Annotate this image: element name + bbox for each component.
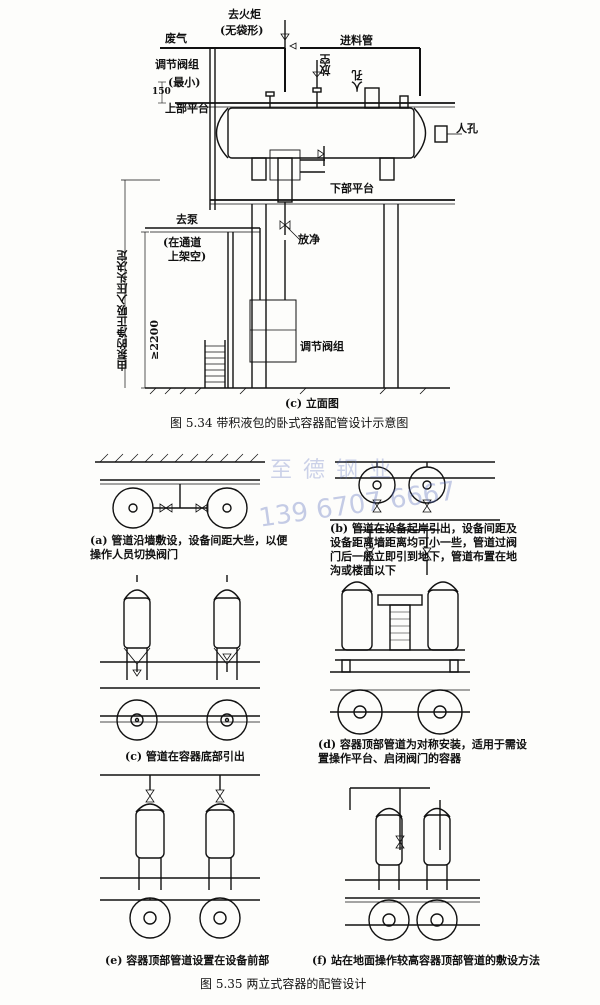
fig534-subcaption: (c) 立面图 bbox=[285, 397, 339, 410]
fig534-caption: 图 5.34 带积液包的卧式容器配管设计示意图 bbox=[170, 416, 409, 430]
fig535e-caption: (e) 容器顶部管道设置在设备前部 bbox=[105, 954, 270, 967]
label-dim-150: 150 bbox=[152, 87, 171, 97]
label-control-valve-group-2: 调节阀组 bbox=[300, 340, 344, 353]
fig535a-caption: (a) 管道沿墙敷设，设备间距大些，以便操作人员切换阀门 bbox=[90, 534, 288, 561]
label-on-rack: 上架空) bbox=[168, 250, 207, 263]
label-on-walkway: (在通道 bbox=[163, 236, 202, 249]
fig535a-drawing bbox=[95, 453, 265, 529]
fig535b-caption: (b) 管道在设备起岸引出，设备间距及设备距离墙距离均可小一些，管道过阀门后一般… bbox=[330, 522, 517, 577]
label-dim-2200: ≥2200 bbox=[148, 320, 161, 360]
label-manhole-top: 人孔 bbox=[351, 70, 364, 92]
fig535d-drawing bbox=[330, 529, 470, 735]
fig535e-drawing bbox=[100, 774, 260, 939]
label-feed-pipe: 进料管 bbox=[340, 34, 373, 47]
fig535f-caption: (f) 站在地面操作较高容器顶部管道的敷设方法 bbox=[312, 954, 540, 967]
label-manhole-side: 人孔 bbox=[456, 122, 478, 135]
watermark-company: 至 德 钢 业 bbox=[270, 458, 393, 483]
fig535c-drawing bbox=[100, 575, 260, 741]
label-no-pocket: (无袋形) bbox=[220, 24, 264, 37]
label-vent: 放空 bbox=[319, 54, 332, 76]
label-torch: 去火炬 bbox=[228, 8, 261, 21]
fig535b-drawing bbox=[330, 461, 500, 521]
label-to-pump: 去泵 bbox=[176, 213, 198, 226]
label-min: (最小) bbox=[168, 76, 201, 89]
label-control-valve-group: 调节阀组 bbox=[155, 58, 199, 71]
fig535f-drawing bbox=[345, 787, 480, 941]
label-drain: 放净 bbox=[298, 233, 320, 246]
label-waste-gas: 废气 bbox=[165, 32, 187, 45]
label-lower-platform: 下部平台 bbox=[330, 182, 374, 195]
fig535c-caption: (c) 管道在容器底部引出 bbox=[125, 750, 245, 763]
fig534-drawing bbox=[121, 20, 462, 395]
label-upper-platform: 上部平台 bbox=[165, 102, 209, 115]
label-npsh-note: 由泵的净正吸入压头决定 bbox=[116, 250, 129, 371]
fig535-caption: 图 5.35 两立式容器的配管设计 bbox=[200, 977, 367, 991]
fig535d-caption: (d) 容器顶部管道为对称安装，适用于需设置操作平台、启闭阀门的容器 bbox=[318, 738, 527, 765]
